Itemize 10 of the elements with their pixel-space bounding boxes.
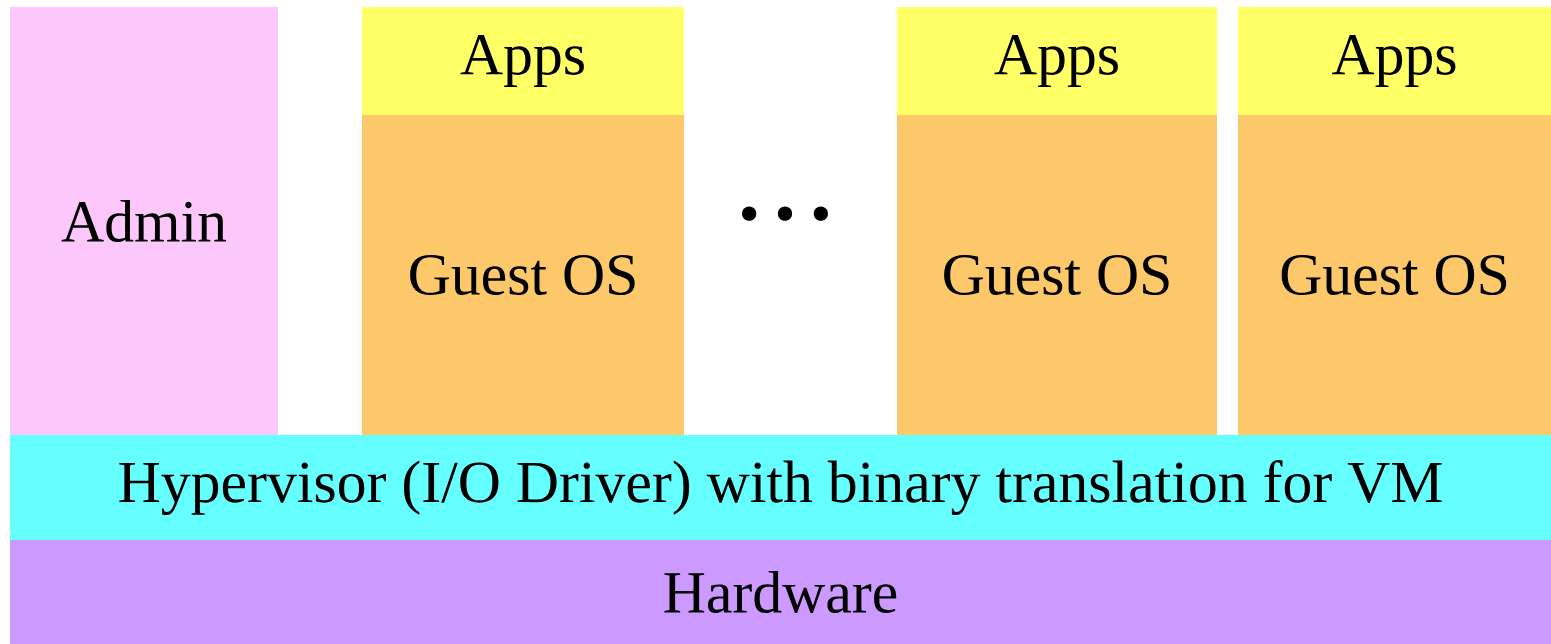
guest-os-box: Guest OS: [897, 115, 1217, 435]
admin-box: Admin: [10, 7, 278, 435]
guest-os-box: Guest OS: [1238, 115, 1551, 435]
hypervisor-layer: Hypervisor (I/O Driver) with binary translation for VM: [10, 435, 1551, 540]
apps-box: Apps: [1238, 7, 1551, 115]
apps-box: Apps: [897, 7, 1217, 115]
guest-os-box: Guest OS: [362, 115, 684, 435]
apps-box: Apps: [362, 7, 684, 115]
hardware-layer: Hardware: [10, 540, 1551, 644]
ellipsis: • • •: [742, 206, 828, 221]
